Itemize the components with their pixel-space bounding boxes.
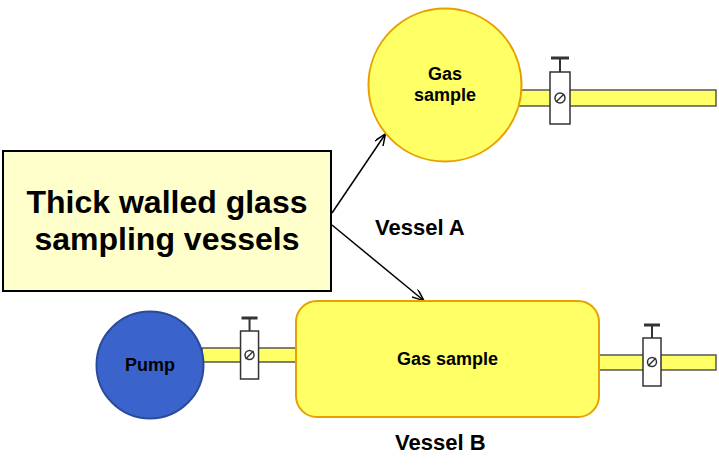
stopcock — [550, 58, 570, 124]
outlet-tube — [515, 90, 716, 106]
stopcock — [643, 325, 661, 386]
stopcock — [241, 318, 259, 379]
callout-arrow — [332, 135, 385, 213]
vessel-label: Vessel B — [395, 430, 486, 456]
callout-box: Thick walled glass sampling vessels — [2, 150, 332, 292]
connecting-tube — [202, 348, 297, 362]
pump-circle: Pump — [95, 310, 205, 420]
node-text: Thick walled glass sampling vessels — [12, 184, 322, 258]
node-text: Pump — [125, 355, 175, 376]
vessel-a-flask: Gas sample — [367, 7, 523, 163]
vessel-label: Vessel A — [375, 215, 465, 241]
node-text: Gas sample — [405, 64, 485, 105]
node-text: Gas sample — [397, 349, 498, 370]
vessel-b-tube: Gas sample — [295, 300, 600, 418]
